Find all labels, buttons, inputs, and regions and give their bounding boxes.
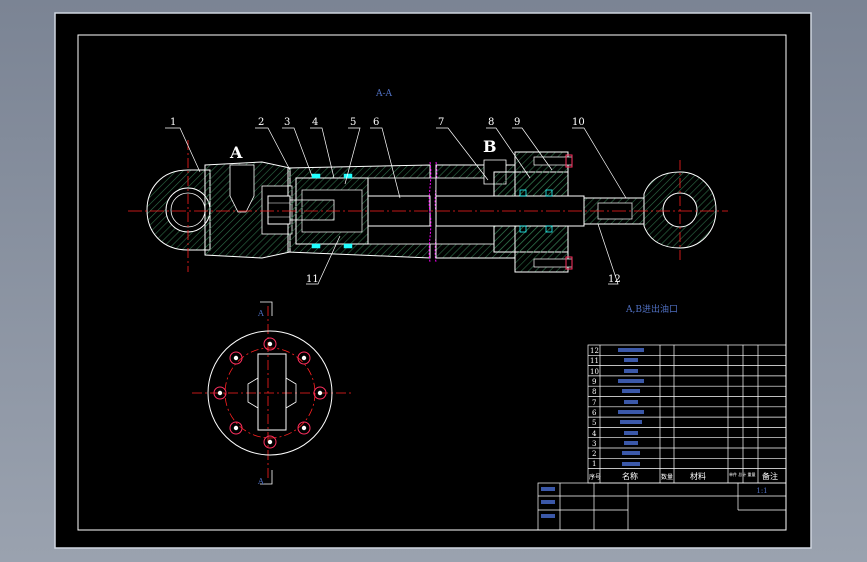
port-note: A,B进出油口	[625, 303, 678, 315]
bolt-hole	[297, 351, 311, 365]
flange-outline	[207, 330, 333, 456]
bom-row-number: 6	[592, 409, 597, 417]
bom-header-weight: 单件 总计 重量	[729, 471, 756, 477]
bom-header-name: 名称	[622, 471, 638, 481]
port-a-boss	[229, 164, 255, 213]
section-arrow-bottom	[260, 470, 273, 485]
bolt-hole	[297, 421, 311, 435]
view-marker-bottom: A	[257, 477, 264, 486]
bom-row-number: 10	[590, 368, 599, 376]
bom-row-number: 11	[590, 357, 599, 365]
rod-flats	[257, 353, 287, 431]
bom-header-qty: 数量	[661, 473, 673, 481]
bom-row-number: 12	[590, 347, 599, 355]
part-number-8: 8	[488, 117, 494, 128]
part-number-labels: 1 2 3 4 5 6 7 8 9 10 11 12	[170, 117, 621, 285]
bolt-hole	[229, 351, 243, 365]
title-block	[537, 482, 787, 531]
bom-row-number: 7	[592, 399, 596, 407]
bolt-circle	[224, 347, 316, 439]
part-number-1: 1	[170, 117, 176, 128]
cylinder-section-view	[128, 140, 728, 273]
view-marker-top: A	[257, 309, 264, 318]
bom-table	[587, 344, 787, 484]
part-number-3: 3	[284, 117, 290, 128]
break-line-left	[428, 161, 432, 263]
bom-header: 序号 名称 数量 材料 单件 总计 重量 备注	[589, 471, 778, 481]
section-label: A-A	[375, 89, 393, 99]
bolt-holes	[213, 337, 327, 449]
bom-header-seq: 序号	[589, 473, 601, 481]
bom-row-number: 4	[592, 430, 597, 438]
bom-row-number: 1	[592, 460, 596, 468]
part-number-9: 9	[514, 117, 520, 128]
bom-header-remark: 备注	[762, 471, 778, 481]
bom-row-numbers: 12 11 10 9 8 7 6 5 4 3 2 1	[590, 347, 599, 468]
part-number-7: 7	[438, 117, 444, 128]
part-number-6: 6	[373, 117, 379, 128]
bom-row-number: 9	[592, 378, 596, 386]
end-view: A A	[192, 301, 354, 486]
bolt-hole	[213, 386, 227, 400]
rod-thread	[289, 199, 335, 221]
title-block-scale: 1:1	[756, 487, 767, 495]
part-number-2: 2	[258, 117, 264, 128]
part-number-11: 11	[306, 274, 319, 285]
port-b-letter: B	[483, 137, 497, 156]
bom-row-number: 3	[592, 440, 596, 448]
bom-name-entries	[618, 348, 644, 466]
bolt-hole	[229, 421, 243, 435]
part-number-4: 4	[312, 117, 318, 128]
part-number-5: 5	[350, 117, 356, 128]
bolt-hole	[263, 337, 277, 351]
bom-row-number: 8	[592, 388, 596, 396]
drawing-frame	[77, 34, 787, 531]
part-number-10: 10	[572, 117, 585, 128]
leader-lines	[165, 127, 627, 285]
bom-row-number: 2	[592, 450, 596, 458]
section-arrow-top	[260, 301, 273, 316]
bolt-hole	[263, 435, 277, 449]
part-number-12: 12	[608, 274, 621, 285]
piston-nut	[267, 195, 291, 225]
bom-header-material: 材料	[690, 471, 706, 481]
port-a-letter: A	[229, 143, 243, 162]
bolt-hole	[313, 386, 327, 400]
sheet-background	[54, 12, 812, 549]
bom-row-number: 5	[592, 419, 596, 427]
